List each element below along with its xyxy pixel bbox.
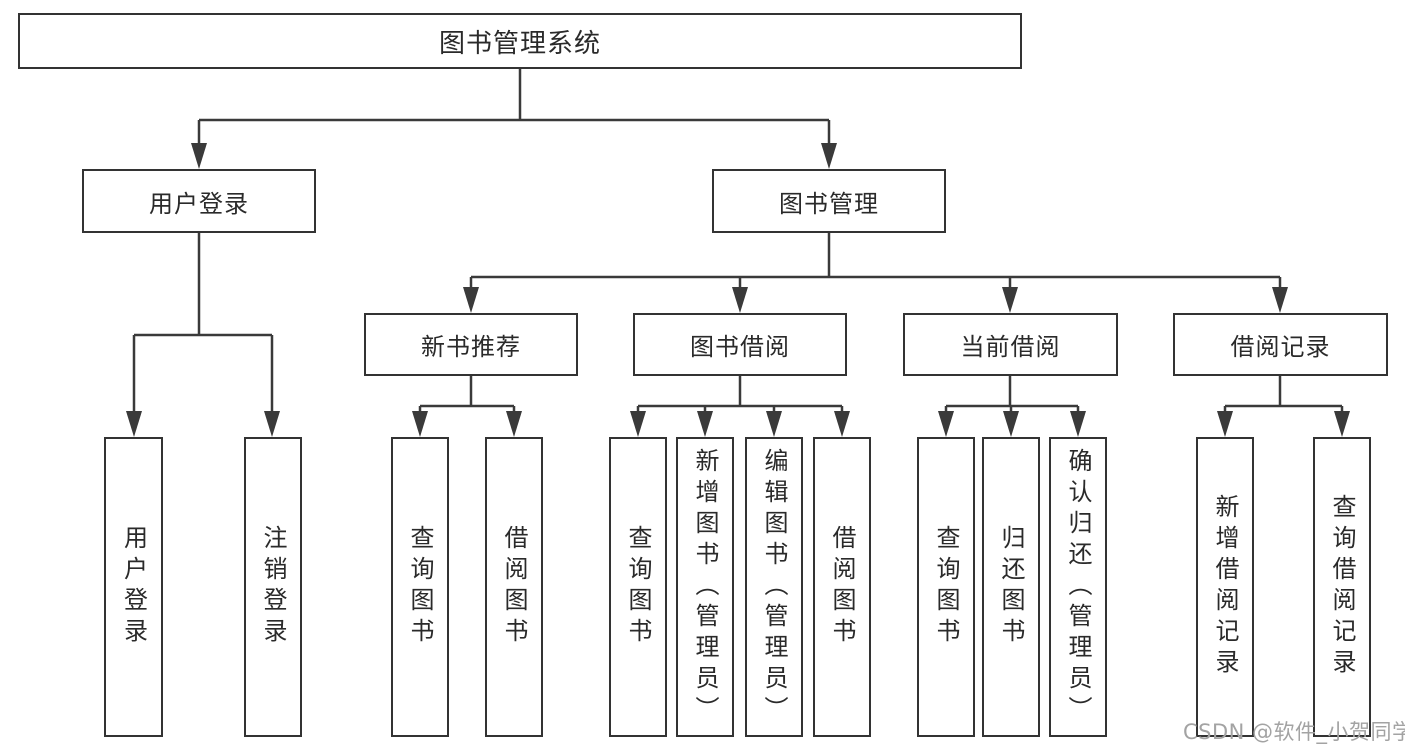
node-book-borrow: 图书借阅: [633, 313, 847, 376]
node-library-management-system: 图书管理系统: [18, 13, 1022, 69]
csdn-watermark: CSDN @软件_小贺同学: [1183, 720, 1405, 744]
node-borrow-records: 借阅记录: [1173, 313, 1388, 376]
leaf-query-books-recommend: 查询图书: [391, 437, 449, 737]
node-current-borrow: 当前借阅: [903, 313, 1118, 376]
leaf-user-login: 用户登录: [104, 437, 163, 737]
leaf-edit-books-admin: 编辑图书（管理员）: [745, 437, 803, 737]
leaf-query-books-borrow: 查询图书: [609, 437, 667, 737]
leaf-add-borrow-record: 新增借阅记录: [1196, 437, 1254, 737]
leaf-borrow-books-recommend: 借阅图书: [485, 437, 543, 737]
leaf-return-books: 归还图书: [982, 437, 1040, 737]
leaf-logout: 注销登录: [244, 437, 302, 737]
node-book-management: 图书管理: [712, 169, 946, 233]
leaf-confirm-return-admin: 确认归还（管理员）: [1049, 437, 1107, 737]
leaf-add-books-admin: 新增图书（管理员）: [676, 437, 734, 737]
node-user-login: 用户登录: [82, 169, 316, 233]
node-new-book-recommend: 新书推荐: [364, 313, 578, 376]
leaf-borrow-books: 借阅图书: [813, 437, 871, 737]
leaf-query-borrow-record: 查询借阅记录: [1313, 437, 1371, 737]
leaf-query-books-current: 查询图书: [917, 437, 975, 737]
